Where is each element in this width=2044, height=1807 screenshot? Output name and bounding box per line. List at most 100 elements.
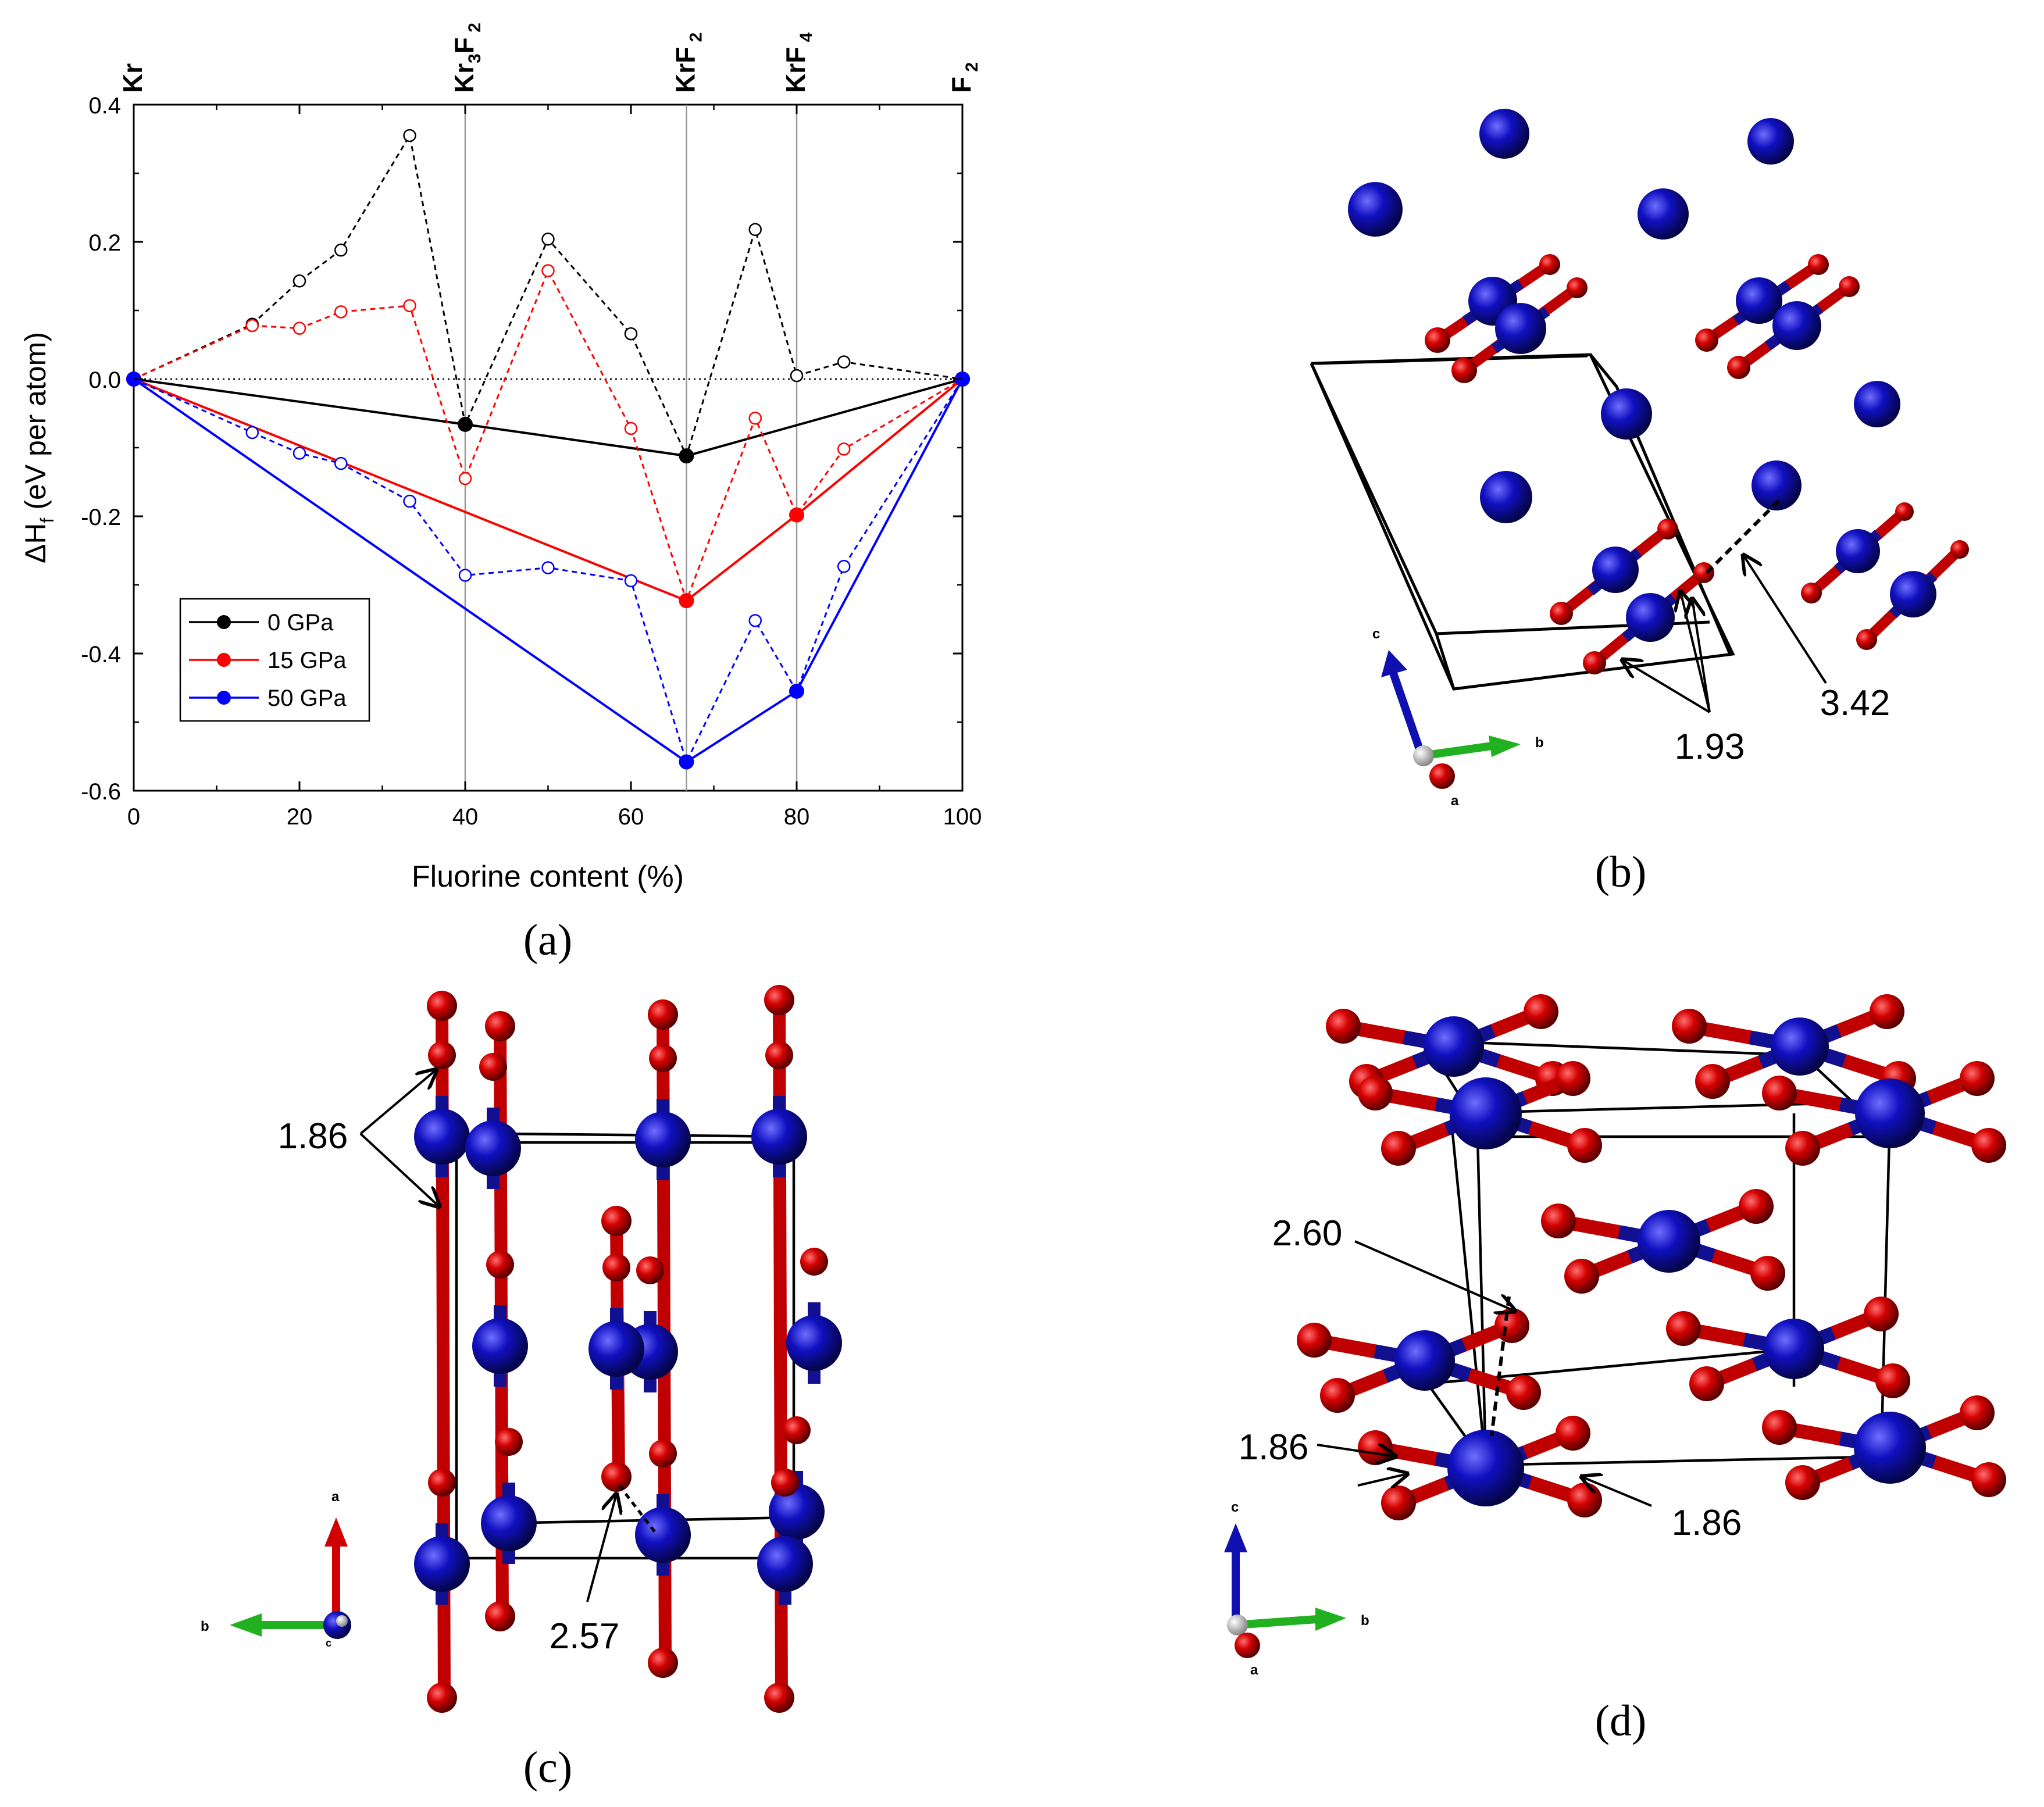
stable-phase-point bbox=[789, 507, 804, 523]
f-atom bbox=[764, 1683, 794, 1713]
axis-triad-d: c b a bbox=[1224, 1499, 1369, 1678]
unstable-structure-point bbox=[837, 442, 851, 456]
krf2-molecule bbox=[1451, 277, 1588, 383]
krf2-molecule bbox=[1695, 254, 1829, 352]
crystal-structure-panel-b: 1.93 3.42 c b a (b) bbox=[1310, 109, 1969, 897]
kr-atom bbox=[472, 1318, 528, 1374]
legend-marker bbox=[217, 653, 231, 667]
kr-atom bbox=[1638, 1210, 1700, 1273]
f-atom bbox=[636, 1256, 664, 1284]
kr-atom bbox=[1855, 1079, 1925, 1148]
f-atom bbox=[800, 1248, 828, 1276]
axis-label-b: b bbox=[1361, 1613, 1369, 1629]
stable-phase-point bbox=[679, 448, 694, 464]
krf2-chain bbox=[751, 985, 842, 1713]
f-atom bbox=[1358, 1430, 1393, 1465]
unstable-structure-point bbox=[334, 243, 348, 257]
unstable-structure-point bbox=[541, 264, 555, 277]
f-atom bbox=[1960, 1395, 1995, 1430]
f-atom bbox=[1762, 1410, 1797, 1445]
unstable-structure-point bbox=[292, 274, 306, 288]
distance-label-2-60: 2.60 bbox=[1272, 1213, 1343, 1254]
krf2-molecule bbox=[1727, 276, 1860, 379]
krf2-chain bbox=[465, 1011, 537, 1631]
unstable-structure-point bbox=[624, 422, 638, 435]
convex-hull-line bbox=[133, 378, 963, 458]
kr-atom bbox=[1854, 1412, 1926, 1484]
kr-atom bbox=[1447, 1430, 1524, 1506]
y-tick-label: 0.0 bbox=[88, 367, 121, 393]
unstable-structure-point bbox=[245, 319, 259, 333]
kr-atom bbox=[1854, 381, 1900, 427]
f-atom bbox=[1297, 1323, 1332, 1358]
f-atom bbox=[495, 1428, 523, 1456]
distance-annotations bbox=[1317, 1240, 1652, 1507]
stable-phase-point bbox=[679, 754, 694, 770]
panel-label-c: (c) bbox=[523, 1743, 572, 1792]
kr-atom bbox=[769, 1484, 825, 1540]
f-atom bbox=[485, 1011, 515, 1041]
y-axis-label: ΔHf (eV per atom) bbox=[19, 332, 58, 563]
kr-atom bbox=[1771, 1017, 1829, 1076]
f-atom bbox=[479, 1053, 507, 1081]
unstable-structure-point bbox=[292, 322, 306, 335]
kr-atom bbox=[1394, 1330, 1455, 1391]
kr-atom bbox=[786, 1315, 842, 1371]
f-atom bbox=[1541, 1204, 1576, 1238]
y-axis-ticks: -0.6-0.4-0.20.00.20.4 bbox=[81, 93, 962, 805]
all-structures-line bbox=[133, 133, 963, 459]
axis-label-a: a bbox=[331, 1489, 340, 1505]
f-atom bbox=[783, 1416, 811, 1444]
kr-atom bbox=[1450, 1077, 1522, 1149]
kr-atom bbox=[757, 1536, 813, 1592]
kr-atom bbox=[1764, 1319, 1824, 1379]
unstable-structure-point bbox=[334, 305, 348, 319]
kr-atom bbox=[1480, 471, 1532, 523]
stable-phase-point bbox=[789, 683, 804, 699]
f-atom bbox=[1567, 1128, 1602, 1163]
distance-label-2-57: 2.57 bbox=[550, 1616, 620, 1656]
unstable-structure-point bbox=[624, 574, 638, 588]
kr-atom bbox=[1479, 109, 1529, 159]
y-tick-label: -0.6 bbox=[81, 779, 121, 805]
legend-marker bbox=[217, 691, 231, 705]
kr-atoms-and-krf2-molecules bbox=[1348, 109, 1969, 674]
x-tick-label: 20 bbox=[287, 804, 313, 830]
y-tick-label: -0.4 bbox=[81, 642, 121, 667]
crystal-structure-panel-d: 2.60 1.86 1.86 c b a (d) bbox=[1224, 994, 2006, 1745]
unstable-structure-point bbox=[748, 614, 762, 627]
kr-f-contact-dashed bbox=[1705, 498, 1781, 574]
f-atom bbox=[648, 1648, 678, 1678]
krf4-unit bbox=[1358, 1416, 1602, 1520]
unstable-structure-point bbox=[245, 426, 259, 440]
kr-atom bbox=[1348, 182, 1403, 237]
kr-atom bbox=[635, 1112, 691, 1167]
legend-marker bbox=[217, 615, 231, 629]
f-atom bbox=[1785, 1131, 1820, 1166]
x-tick-label: 40 bbox=[452, 804, 479, 830]
convex-hull-line bbox=[133, 378, 964, 602]
unstable-structure-point bbox=[748, 223, 762, 237]
unstable-structure-point bbox=[458, 569, 472, 582]
y-tick-label: 0.2 bbox=[88, 230, 121, 256]
f-atom bbox=[428, 1469, 456, 1497]
kr-atom bbox=[1747, 118, 1794, 165]
f-atom bbox=[1556, 1061, 1590, 1096]
f-atom bbox=[649, 1440, 677, 1467]
axis-label-c: c bbox=[1372, 626, 1380, 642]
krf4-unit bbox=[1762, 1395, 2006, 1500]
x-tick-label: 80 bbox=[784, 804, 810, 830]
krf4-unit bbox=[1541, 1189, 1785, 1294]
unstable-structure-point bbox=[748, 412, 762, 425]
top-composition-label: Kr bbox=[117, 63, 148, 93]
kr-atom bbox=[1638, 188, 1689, 240]
kr-atom bbox=[1424, 1016, 1484, 1077]
top-composition-label: Kr3F 2 bbox=[449, 23, 484, 93]
f-atom bbox=[427, 1683, 457, 1713]
x-tick-label: 100 bbox=[943, 804, 982, 830]
x-tick-label: 0 bbox=[127, 804, 140, 830]
krf2-chains bbox=[414, 985, 842, 1713]
